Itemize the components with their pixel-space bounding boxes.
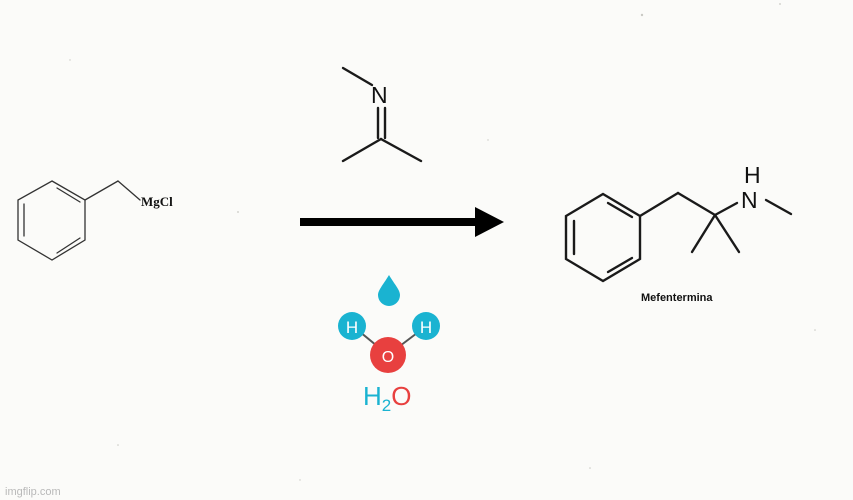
benzene-ring <box>17 180 86 261</box>
water-drop-icon <box>378 275 400 306</box>
hydrogen-label-right: H <box>420 318 432 337</box>
water-formula-o: O <box>391 381 411 411</box>
hydrogen-atom-left <box>338 312 366 340</box>
mgcl-label: MgCl <box>141 194 173 209</box>
imine-nitrogen-label: N <box>371 82 388 108</box>
watermark-text: imgflip.com <box>5 486 61 498</box>
product-name-label: Mefentermina <box>641 292 713 304</box>
paper-texture <box>69 3 816 481</box>
oxygen-label: O <box>382 349 394 366</box>
amine-hydrogen-label: H <box>744 162 761 188</box>
water-molecule: H H O H2O <box>338 275 440 415</box>
product-benzene-ring <box>564 192 642 283</box>
mephentermine-structure: H N Mefentermina <box>564 162 793 304</box>
reaction-arrow <box>300 207 504 237</box>
amine-nitrogen-label: N <box>741 187 758 213</box>
imine-structure: N <box>341 66 423 163</box>
oxygen-atom <box>370 337 406 373</box>
water-formula-h: H <box>363 381 382 411</box>
water-formula-subscript: 2 <box>382 396 391 415</box>
benzylmagnesium-chloride-structure: MgCl <box>17 180 173 261</box>
water-formula: H2O <box>363 381 411 415</box>
hydrogen-label-left: H <box>346 318 358 337</box>
hydrogen-atom-right <box>412 312 440 340</box>
